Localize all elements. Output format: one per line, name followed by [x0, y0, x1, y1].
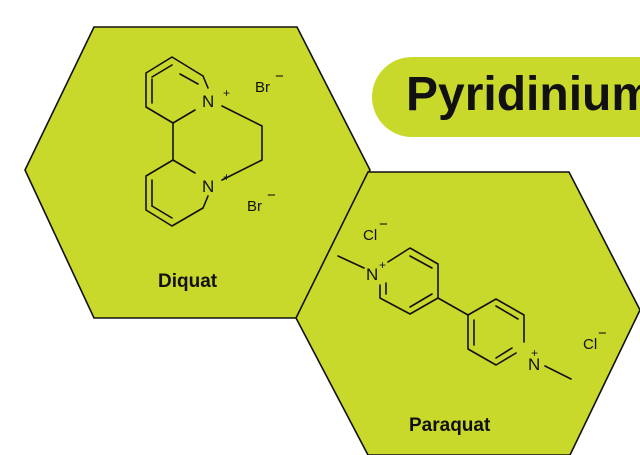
paraquat-n-atom-right: N — [528, 355, 540, 374]
title-banner — [372, 57, 640, 137]
paraquat-n-charge-left: + — [379, 258, 386, 272]
paraquat-n-charge-right: + — [531, 346, 538, 360]
diquat-n-charge-bottom: + — [223, 170, 230, 184]
paraquat-counterion-charge-left: − — [379, 216, 388, 233]
paraquat-counterion-charge-right: − — [598, 325, 607, 342]
diquat-counterion-charge-top: − — [275, 68, 284, 85]
banner-title: Pyridinium — [406, 68, 640, 121]
diquat-label: Diquat — [158, 271, 218, 292]
paraquat-n-atom-left: N — [366, 265, 378, 284]
paraquat-counterion-left: Cl — [363, 227, 377, 244]
paraquat-counterion-right: Cl — [583, 336, 597, 353]
diquat-structure — [145, 56, 263, 227]
diquat-counterion-charge-bottom: − — [267, 187, 276, 204]
diquat-counterion-top: Br — [255, 79, 270, 96]
diquat-counterion-bottom: Br — [247, 198, 262, 215]
diquat-n-atom-top: N — [202, 92, 214, 111]
paraquat-structure — [337, 247, 572, 380]
diquat-n-charge-top: + — [223, 86, 230, 100]
paraquat-label: Paraquat — [409, 415, 491, 436]
paraquat-hexagon — [295, 171, 640, 455]
diquat-n-atom-bottom: N — [202, 177, 214, 196]
